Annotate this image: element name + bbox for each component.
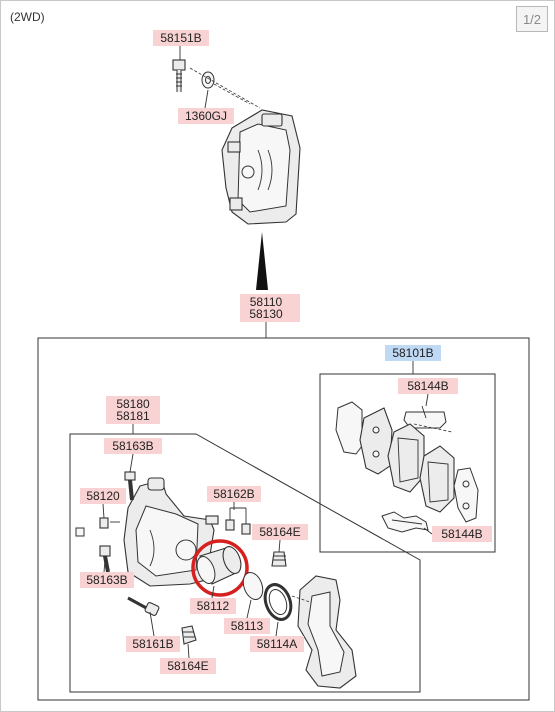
svg-text:58144B: 58144B bbox=[407, 379, 448, 393]
svg-text:58110: 58110 bbox=[250, 295, 283, 309]
assembly-box bbox=[37, 337, 530, 701]
boot-bottom-part bbox=[181, 625, 197, 645]
part-label-bolt[interactable]: 58151B bbox=[153, 30, 209, 46]
svg-text:58181: 58181 bbox=[116, 409, 150, 423]
part-label-piston[interactable]: 58112 bbox=[190, 598, 236, 614]
part-label-boot-bottom[interactable]: 58164E bbox=[160, 658, 216, 674]
svg-text:58113: 58113 bbox=[231, 619, 264, 633]
svg-text:58163B: 58163B bbox=[86, 573, 127, 587]
part-label-piston-seal[interactable]: 58113 bbox=[224, 618, 270, 634]
piston-boot-part bbox=[263, 583, 293, 621]
variant-label: (2WD) bbox=[10, 10, 45, 24]
part-label-washer[interactable]: 1360GJ bbox=[178, 108, 234, 124]
part-label-pad-bottom[interactable]: 58144B bbox=[432, 526, 492, 542]
piston-part bbox=[191, 539, 249, 597]
svg-text:58101B: 58101B bbox=[392, 346, 433, 360]
svg-text:58114A: 58114A bbox=[257, 637, 297, 651]
pin-kit-part bbox=[205, 507, 251, 535]
part-label-guide-bolt-top[interactable]: 58163B bbox=[104, 438, 162, 454]
svg-text:58161B: 58161B bbox=[132, 637, 173, 651]
piston-seal-part bbox=[242, 571, 264, 601]
page-indicator-button[interactable]: 1/2 bbox=[516, 6, 548, 32]
caliper-assembly-part bbox=[221, 109, 301, 225]
part-label-bleeder[interactable]: 58120 bbox=[80, 488, 126, 504]
svg-text:58164E: 58164E bbox=[259, 525, 300, 539]
part-label-pad-kit[interactable]: 58101B bbox=[385, 345, 441, 361]
part-label-guide-bolt-left[interactable]: 58163B bbox=[80, 572, 134, 588]
svg-text:58120: 58120 bbox=[86, 489, 120, 503]
svg-text:58112: 58112 bbox=[197, 599, 230, 613]
pad-kit-box bbox=[319, 373, 496, 553]
svg-text:58144B: 58144B bbox=[441, 527, 482, 541]
svg-text:58164E: 58164E bbox=[167, 659, 208, 673]
svg-text:1360GJ: 1360GJ bbox=[185, 109, 227, 123]
brake-pads-part bbox=[335, 401, 479, 533]
bolt-part bbox=[172, 59, 186, 92]
caliper-body-box bbox=[69, 433, 421, 693]
leader-lines bbox=[102, 46, 433, 659]
caliper-bracket-part bbox=[291, 575, 357, 689]
part-label-guide-pin[interactable]: 58161B bbox=[126, 636, 180, 652]
guide-pin-part bbox=[127, 596, 160, 616]
washer-part bbox=[201, 71, 215, 89]
highlight-circle bbox=[191, 539, 249, 597]
guide-bolt-left-part bbox=[99, 545, 111, 573]
svg-text:58162B: 58162B bbox=[213, 487, 254, 501]
part-label-caliper-body[interactable]: 58180 58181 bbox=[106, 396, 160, 424]
svg-text:58180: 58180 bbox=[116, 397, 150, 411]
svg-text:58130: 58130 bbox=[249, 307, 283, 321]
guide-bolt-top-part bbox=[124, 471, 136, 501]
part-label-pad-top[interactable]: 58144B bbox=[398, 378, 458, 394]
part-label-piston-boot[interactable]: 58114A bbox=[250, 636, 304, 652]
svg-text:58163B: 58163B bbox=[112, 439, 153, 453]
part-label-boot-right[interactable]: 58164E bbox=[252, 524, 308, 540]
caliper-body-part bbox=[123, 477, 215, 587]
assembly-arrow bbox=[256, 232, 268, 290]
part-label-caliper-assy[interactable]: 58110 58130 bbox=[240, 294, 300, 322]
svg-text:58151B: 58151B bbox=[160, 31, 201, 45]
boot-right-part bbox=[271, 551, 287, 567]
bleeder-part bbox=[75, 517, 120, 537]
part-label-pin-kit[interactable]: 58162B bbox=[207, 486, 261, 502]
